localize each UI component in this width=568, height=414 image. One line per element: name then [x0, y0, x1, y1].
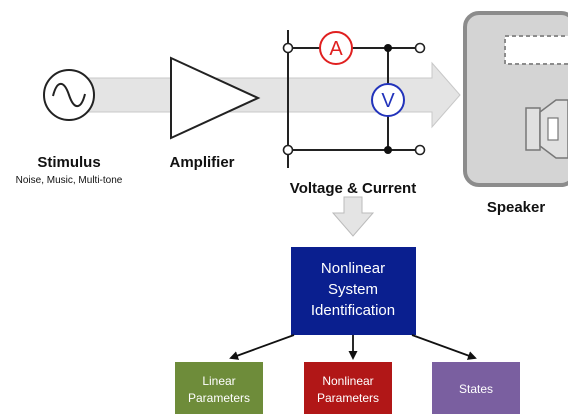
terminal	[414, 42, 426, 54]
arrow-to-states	[411, 334, 477, 360]
states-label: States	[459, 382, 493, 396]
stimulus-subtitle: Noise, Music, Multi-tone	[16, 175, 123, 186]
speaker-port	[504, 35, 568, 65]
speaker-driver-icon	[525, 99, 568, 159]
measurement-circuit: A V	[282, 30, 426, 168]
junction-dot	[384, 44, 392, 52]
terminal	[282, 42, 294, 54]
voltmeter-symbol: V	[381, 90, 395, 112]
arrow-to-linear-parameters	[229, 334, 295, 360]
ammeter: A	[319, 31, 353, 65]
nonlinear-parameters-line-1: Nonlinear	[322, 374, 373, 388]
signal-flow-arrow	[69, 61, 461, 129]
speaker	[463, 11, 568, 187]
identification-line-1: Nonlinear	[321, 260, 385, 277]
identification-box	[291, 247, 416, 335]
states-box	[432, 362, 520, 414]
junction-dot	[384, 146, 392, 154]
identification-line-3: Identification	[311, 302, 395, 319]
linear-parameters-line-2: Parameters	[188, 391, 250, 405]
terminal	[414, 144, 426, 156]
stimulus-label: Stimulus	[37, 154, 100, 171]
stimulus-source	[43, 69, 95, 121]
nonlinear-parameters-box	[304, 362, 392, 414]
voltage-current-label: Voltage & Current	[290, 180, 416, 197]
linear-parameters-line-1: Linear	[202, 374, 235, 388]
speaker-label: Speaker	[487, 199, 546, 216]
terminal	[282, 144, 294, 156]
linear-parameters-box	[175, 362, 263, 414]
amplifier-label: Amplifier	[169, 154, 234, 171]
ammeter-symbol: A	[329, 38, 343, 60]
identification-line-2: System	[328, 281, 378, 298]
down-arrow	[331, 196, 375, 237]
nonlinear-parameters-line-2: Parameters	[317, 391, 379, 405]
voltmeter: V	[371, 83, 405, 117]
triangle-amplifier-icon	[170, 56, 261, 140]
